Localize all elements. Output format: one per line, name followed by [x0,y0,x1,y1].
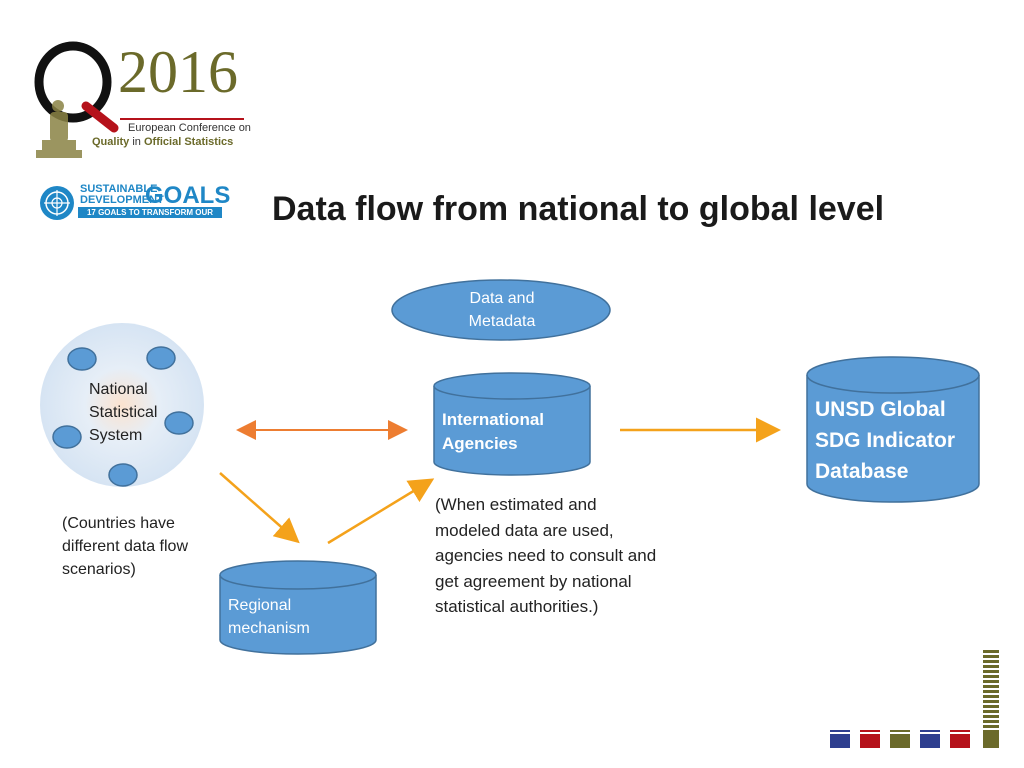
unsd-line2: SDG Indicator [815,429,956,452]
countries-note: (Countries have different data flow scen… [62,512,188,581]
countries-note-line2: different data flow [62,538,189,555]
sdg-line2: DEVELOPMENT [80,194,164,206]
metadata-line1: Data and [469,290,535,307]
national-line1: National [89,381,148,398]
agencies-note-line1: (When estimated and [435,495,597,514]
sdg-tagline: 17 GOALS TO TRANSFORM OUR WORLD [78,207,222,228]
logo-word-in: in [132,136,141,148]
country-node [108,463,138,487]
country-node [52,425,82,449]
logo-conference-name: Quality in Official Statistics [92,136,233,148]
international-label: International Agencies [442,408,544,456]
national-line2: Statistical [89,404,158,421]
arrow-national-regional [219,472,300,544]
regional-mechanism-cylinder [219,560,377,655]
q-letter-tail [81,101,119,133]
logo-conference-line: European Conference on [128,122,251,134]
regional-line2: mechanism [228,620,310,637]
q2016-logo [34,41,119,158]
sdg-line1: SUSTAINABLE [80,183,158,195]
un-emblem-icon [40,186,74,220]
agencies-note-line3: agencies need to consult and [435,546,657,565]
national-line3: System [89,427,143,444]
arrow-regional-international [327,478,435,545]
agencies-note-line4: get agreement by national [435,571,632,591]
agencies-note-line5: statistical authorities.) [435,597,599,616]
international-line2: Agencies [442,434,518,453]
country-node [146,346,176,370]
q-letter-ring [34,41,112,123]
agencies-note-line2: modeled data are used, [435,520,614,540]
metadata-ellipse [391,279,611,341]
olive-ladder-icon [983,650,999,748]
regional-line1: Regional [228,597,292,614]
unsd-line3: Database [815,460,909,483]
country-node [164,411,194,435]
logo-rule [120,118,244,120]
unsd-database-cylinder [806,356,980,503]
countries-note-line1: (Countries have [62,515,175,532]
metadata-line2: Metadata [468,313,536,330]
logo-word-official-statistics: Official Statistics [143,136,234,148]
unsd-line1: UNSD Global [815,398,946,421]
regional-label: Regional mechanism [228,594,310,640]
sdg-goals: GOALS [145,182,231,209]
unsd-label: UNSD Global SDG Indicator Database [815,394,955,487]
countries-note-line3: scenarios) [62,561,136,578]
logo-year: 2016 [118,39,238,105]
statue-figure-icon [36,100,82,158]
international-agencies-cylinder [433,372,591,476]
metadata-label: Data and Metadata [464,287,540,333]
national-label: National Statistical System [89,378,157,447]
logo-word-quality: Quality [92,136,130,148]
international-line1: International [442,410,545,429]
country-node [67,347,97,371]
slide-title: Data flow from national to global level [272,190,885,228]
color-squares-icon [830,730,970,748]
agencies-note: (When estimated and modeled data are use… [435,492,656,620]
decorative-bars [830,650,999,748]
